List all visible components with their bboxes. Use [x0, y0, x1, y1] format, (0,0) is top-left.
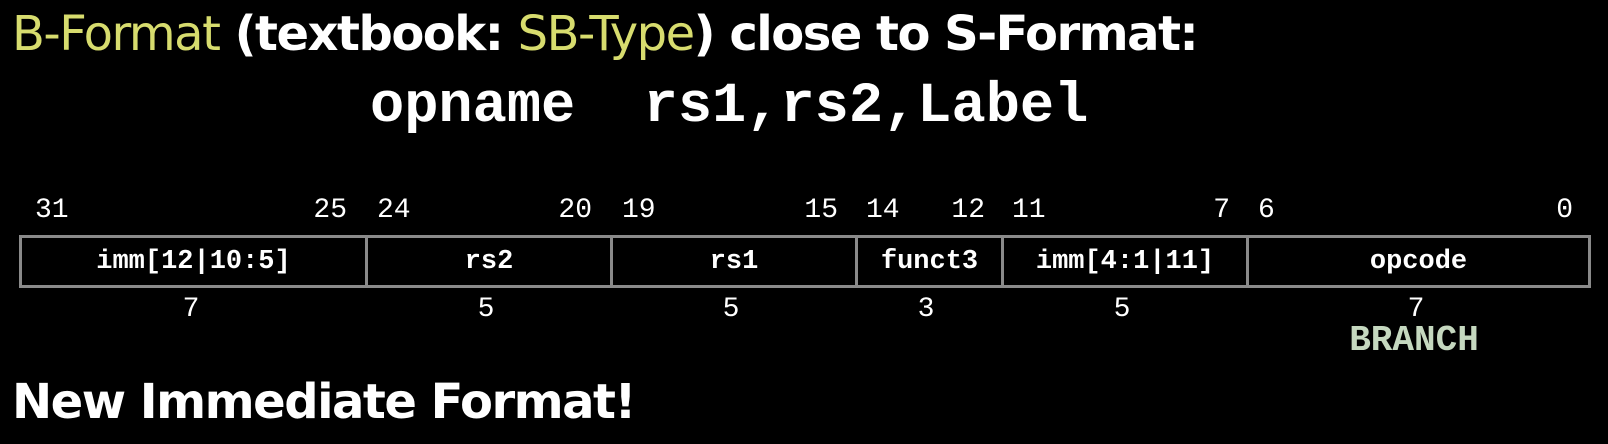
- bit-number-24: 24: [377, 195, 411, 226]
- field-divider: [1246, 238, 1249, 285]
- field-width-imm-12-10-5: 7: [182, 294, 200, 325]
- slide-title: B-Format (textbook: SB-Type) close to S-…: [12, 4, 1199, 64]
- title-textbook-type: SB-Type: [517, 6, 696, 62]
- field-width-imm-4-1-11: 5: [1113, 294, 1131, 325]
- title-suffix: ) close to S-Format:: [693, 6, 1199, 62]
- field-imm-12-10-5: imm[12|10:5]: [96, 246, 291, 277]
- bit-number-15: 15: [804, 195, 838, 226]
- field-width-opcode: 7: [1407, 294, 1425, 325]
- field-width-funct3: 3: [917, 294, 935, 325]
- field-width-row: 7 5 5 3 5 7: [0, 295, 1608, 325]
- footer-note: New Immediate Format!: [12, 374, 636, 430]
- title-format-name: B-Format: [12, 6, 221, 62]
- field-divider: [1001, 238, 1004, 285]
- instruction-field-table: imm[12|10:5] rs2 rs1 funct3 imm[4:1|11] …: [19, 235, 1591, 288]
- bit-number-row: 31 25 24 20 19 15 14 12 11 7 6 0: [0, 196, 1608, 226]
- bit-number-14: 14: [866, 195, 900, 226]
- bit-number-20: 20: [558, 195, 592, 226]
- bit-number-0: 0: [1556, 195, 1573, 226]
- field-width-rs1: 5: [722, 294, 740, 325]
- field-opcode: opcode: [1369, 246, 1468, 277]
- title-textbook-prefix: (textbook:: [219, 6, 518, 62]
- field-imm-4-1-11: imm[4:1|11]: [1035, 246, 1215, 277]
- bit-number-7: 7: [1213, 195, 1230, 226]
- bit-number-11: 11: [1012, 195, 1046, 226]
- field-funct3: funct3: [880, 246, 979, 277]
- field-divider: [610, 238, 613, 285]
- field-rs1: rs1: [709, 246, 759, 277]
- instruction-syntax: opname rs1,rs2,Label: [370, 75, 1089, 139]
- field-divider: [855, 238, 858, 285]
- bit-number-19: 19: [622, 195, 656, 226]
- opcode-branch-label: BRANCH: [1349, 320, 1479, 361]
- field-divider: [365, 238, 368, 285]
- field-rs2: rs2: [464, 246, 514, 277]
- bit-number-12: 12: [951, 195, 985, 226]
- field-width-rs2: 5: [477, 294, 495, 325]
- bit-number-25: 25: [313, 195, 347, 226]
- bit-number-31: 31: [35, 195, 69, 226]
- bit-number-6: 6: [1258, 195, 1275, 226]
